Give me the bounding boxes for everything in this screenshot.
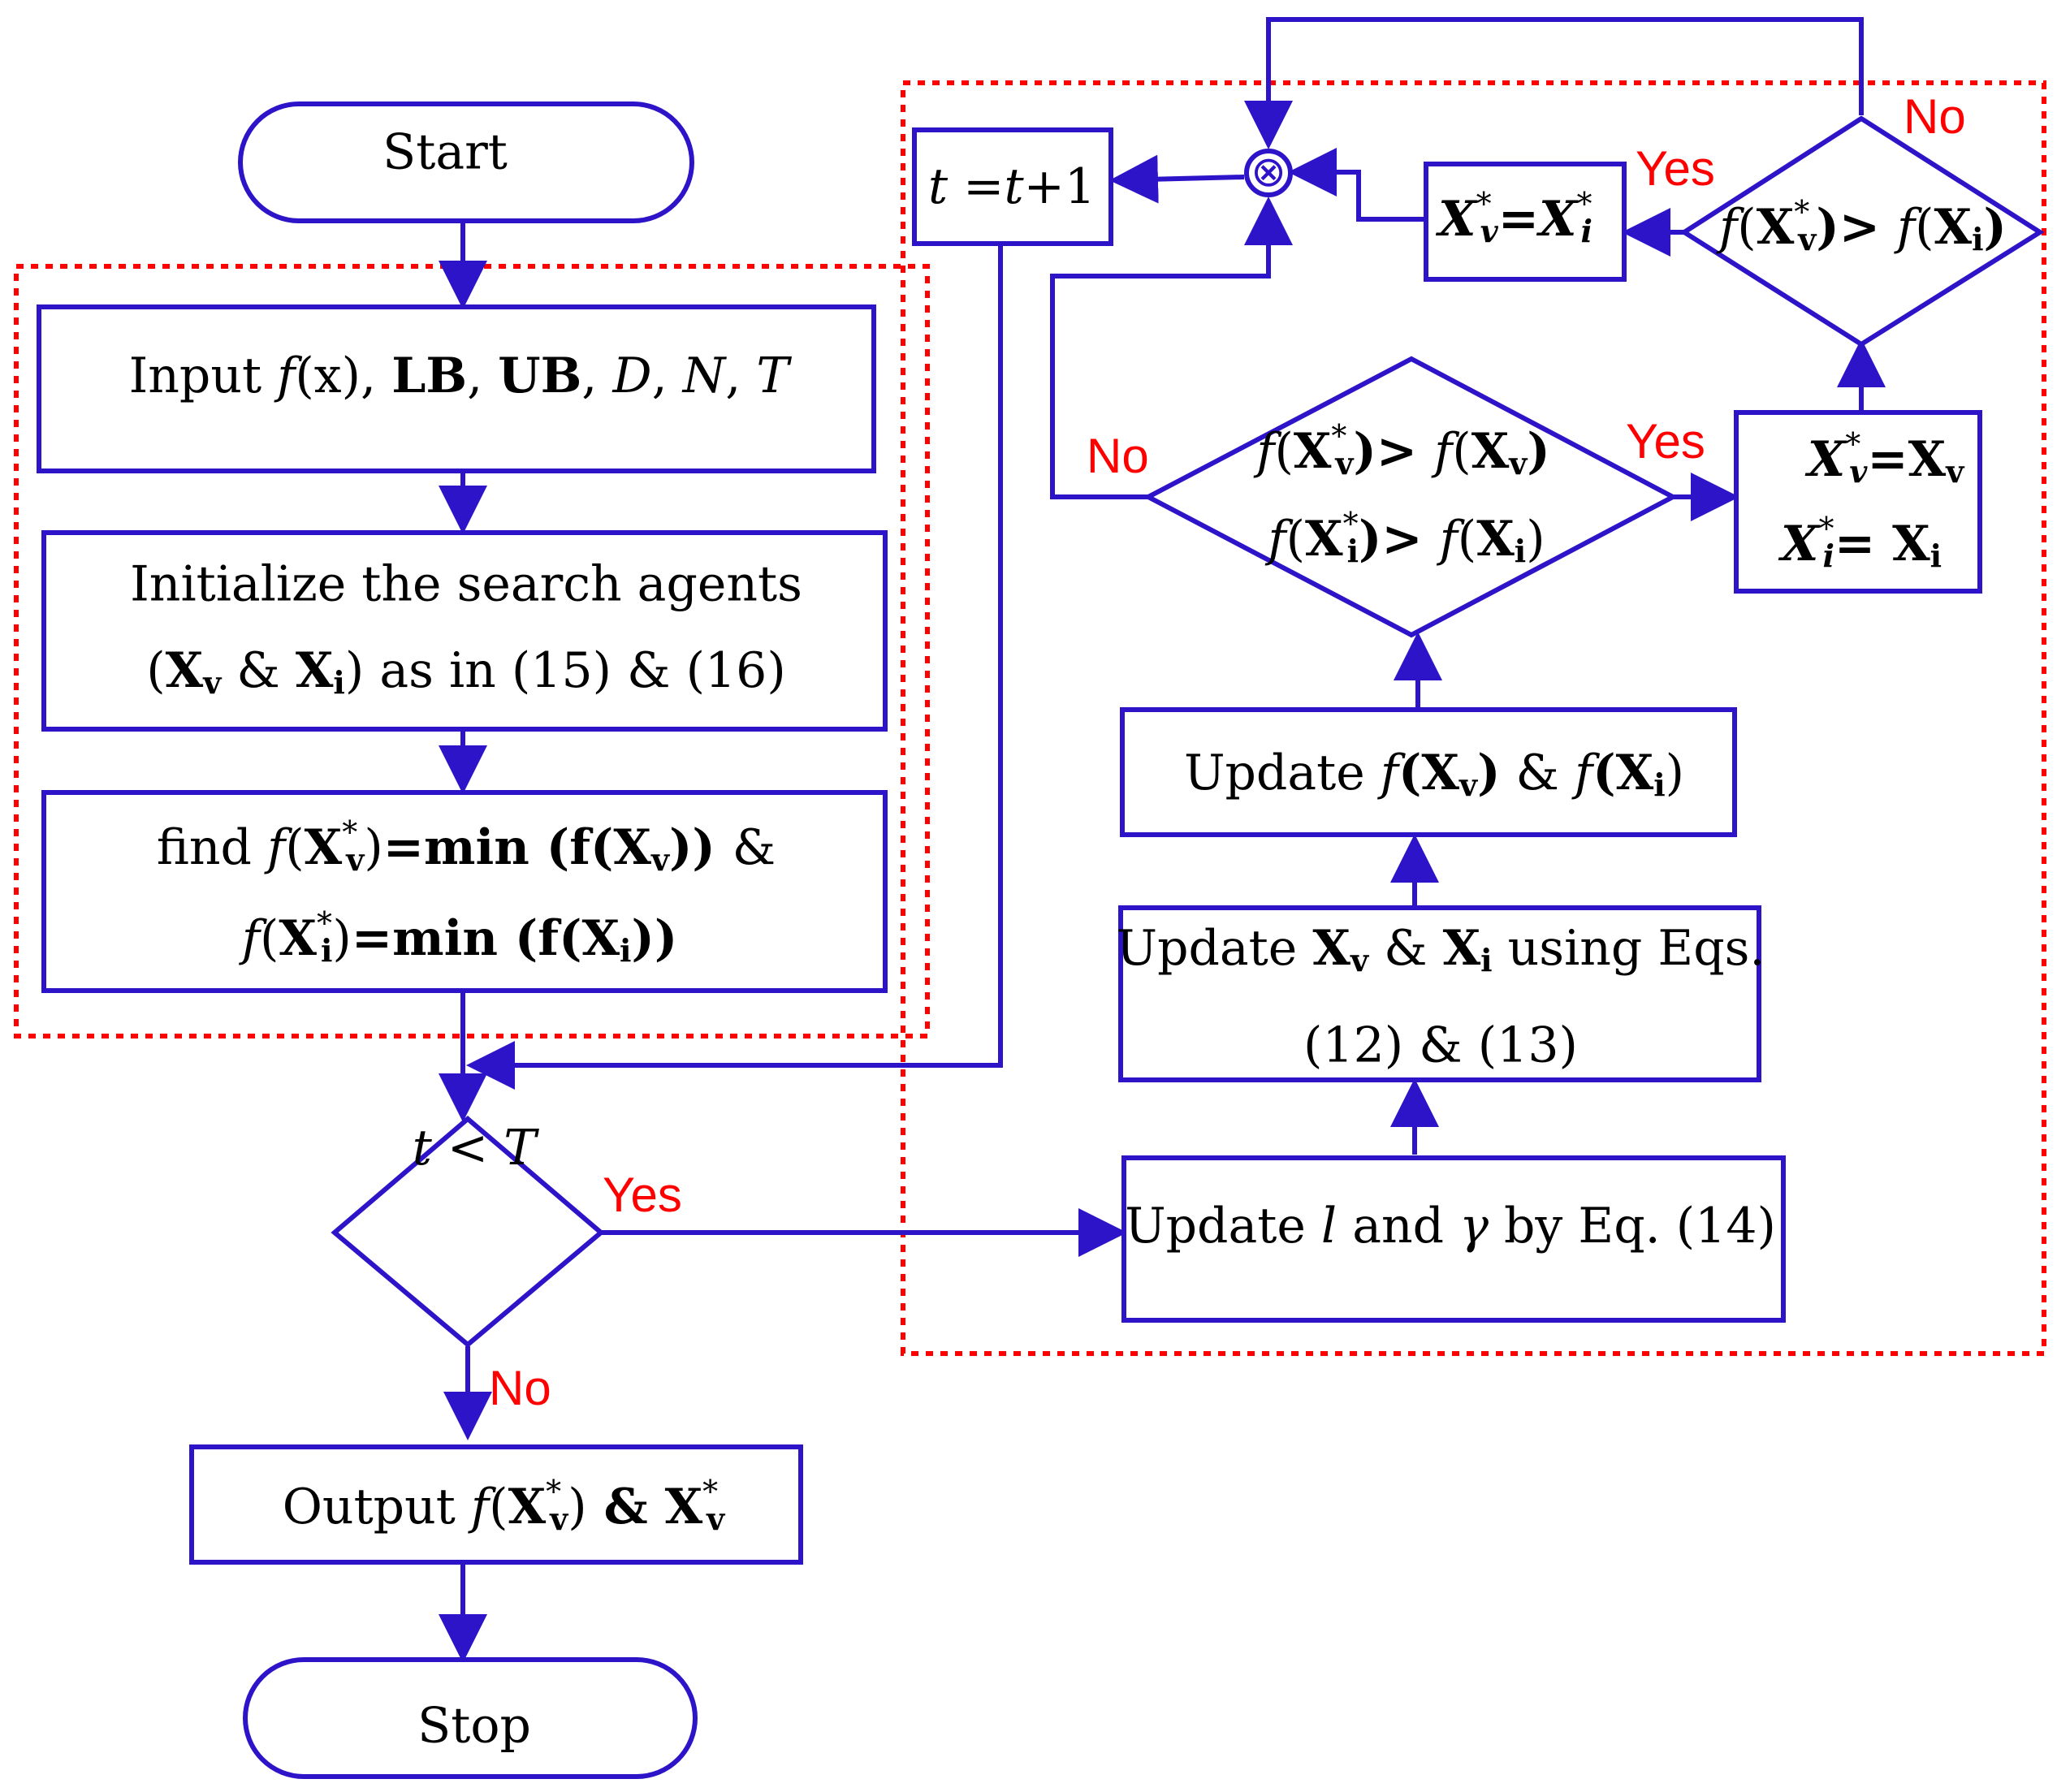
find-line1: find f(X*v)=min (f(Xv)) & <box>157 814 776 878</box>
initialize-node: Initialize the search agents (Xv & Xi) a… <box>41 530 888 732</box>
output-node: Output f(X*v) & X*v <box>189 1444 803 1565</box>
decision-iteration-node: t < T <box>331 1116 605 1348</box>
decision-fitness-compare-node: f(X*v)> f(Xv) f(X*i)> f(Xi) <box>1143 356 1679 638</box>
find-best-node: find f(X*v)=min (f(Xv)) & f(X*i)=min (f(… <box>41 790 888 993</box>
stop-label: Stop <box>417 1698 531 1755</box>
edge-label-inner-yes: Yes <box>1626 414 1705 469</box>
update-positions-line1: Update Xv & Xi using Eqs. <box>1117 920 1765 978</box>
edge-increment-to-decision-loop <box>466 245 1003 1090</box>
initialize-line1: Initialize the search agents <box>130 556 802 613</box>
input-node: Input f(x), LB, UB, D, N, T <box>37 304 876 473</box>
start-node: Start <box>238 101 694 223</box>
iteration-region <box>901 80 2046 1356</box>
edge-merge-to-increment <box>1109 154 1245 204</box>
edge-label-top-yes: Yes <box>1636 141 1715 196</box>
find-line2: f(X*i)=min (f(Xi)) <box>239 905 678 969</box>
stop-node: Stop <box>243 1657 698 1779</box>
input-label: Input f(x), LB, UB, D, N, T <box>129 348 793 404</box>
decision-fitness-compare-line2: f(X*i)> f(Xi) <box>1264 506 1545 569</box>
decision-fitness-compare-line1: f(X*v)> f(Xv) <box>1253 418 1550 481</box>
edge-top-no-to-merge <box>1244 17 1864 149</box>
edge-inner-no-to-merge <box>1050 196 1293 499</box>
assign-best-node: X*v=X*i <box>1424 162 1627 282</box>
decision-best-compare-label: f(X*v)> f(Xi) <box>1716 194 2007 257</box>
assign-best-both-line2: X*i= Xi <box>1778 511 1942 574</box>
increment-label: t =t+1 <box>928 158 1095 215</box>
update-l-gamma-node: Update l and γ by Eq. (14) <box>1121 1155 1786 1323</box>
update-l-gamma-label: Update l and γ by Eq. (14) <box>1125 1198 1776 1254</box>
merge-symbol: ⊗ <box>1251 148 1286 196</box>
edge-label-main-yes: Yes <box>603 1168 682 1222</box>
edge-label-top-no: No <box>1904 89 1966 144</box>
decision-iteration-label: t < T <box>413 1120 540 1177</box>
decision-best-compare-node: f(X*v)> f(Xi) <box>1679 115 2045 348</box>
edge-best-to-merge <box>1288 148 1426 222</box>
initialize-line2: (Xv & Xi) as in (15) & (16) <box>146 642 786 701</box>
update-positions-node: Update Xv & Xi using Eqs. (12) & (13) <box>1117 905 1765 1082</box>
assign-best-label: X*v=X*i <box>1435 186 1592 249</box>
assign-best-both-line1: X*v=Xv <box>1804 426 1965 490</box>
assign-best-both-node: X*v=Xv X*i= Xi <box>1734 410 1982 594</box>
increment-node: t =t+1 <box>912 127 1113 246</box>
output-label: Output f(X*v) & X*v <box>283 1474 726 1537</box>
merge-node: ⊗ <box>1244 148 1293 197</box>
start-label: Start <box>382 124 508 181</box>
update-fitness-label: Update f(Xv) & f(Xi) <box>1184 745 1684 803</box>
edge-label-main-no: No <box>489 1361 551 1415</box>
update-positions-line2: (12) & (13) <box>1303 1017 1578 1074</box>
edge-label-inner-no: No <box>1087 429 1149 483</box>
update-fitness-node: Update f(Xv) & f(Xi) <box>1120 707 1737 837</box>
